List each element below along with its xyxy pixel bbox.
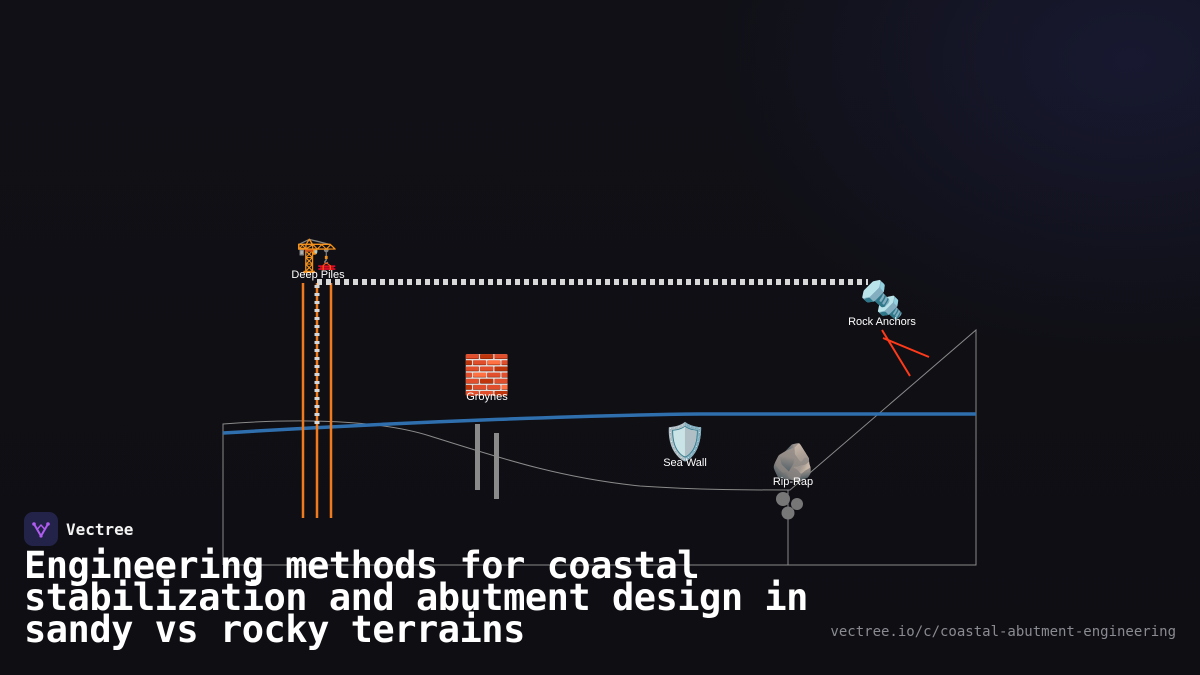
label-rip-rap: Rip-Rap (773, 476, 813, 488)
groyne-left (475, 424, 480, 490)
shield-icon: 🛡️ (663, 421, 708, 463)
rip-rap-stone (791, 498, 803, 510)
page-title: Engineering methods for coastal stabiliz… (24, 544, 808, 651)
rip-rap-stone (781, 506, 795, 520)
label-sea-wall: Sea Wall (663, 457, 707, 469)
brand: Vectree (24, 512, 133, 546)
rock-icon: 🪨 (771, 442, 816, 483)
nut-and-bolt-icon: 🔩 (860, 279, 905, 321)
label-rock-anchors: Rock Anchors (848, 316, 916, 328)
groyne-right (494, 433, 499, 499)
rock-anchor-steep (881, 329, 911, 377)
label-deep-piles: Deep Piles (291, 269, 345, 281)
label-groynes: Groynes (466, 391, 508, 403)
water-surface (222, 412, 976, 435)
source-url: vectree.io/c/coastal-abutment-engineerin… (830, 624, 1176, 640)
terrain-outline (222, 328, 977, 566)
rip-rap-stone (776, 492, 790, 506)
brand-name: Vectree (66, 519, 134, 539)
vectree-logo-icon (24, 512, 58, 546)
rock-anchor-shallow (882, 337, 930, 358)
crane-icon: 🏗️ (296, 235, 338, 275)
brick-wall-icon: 🧱 (463, 353, 510, 397)
